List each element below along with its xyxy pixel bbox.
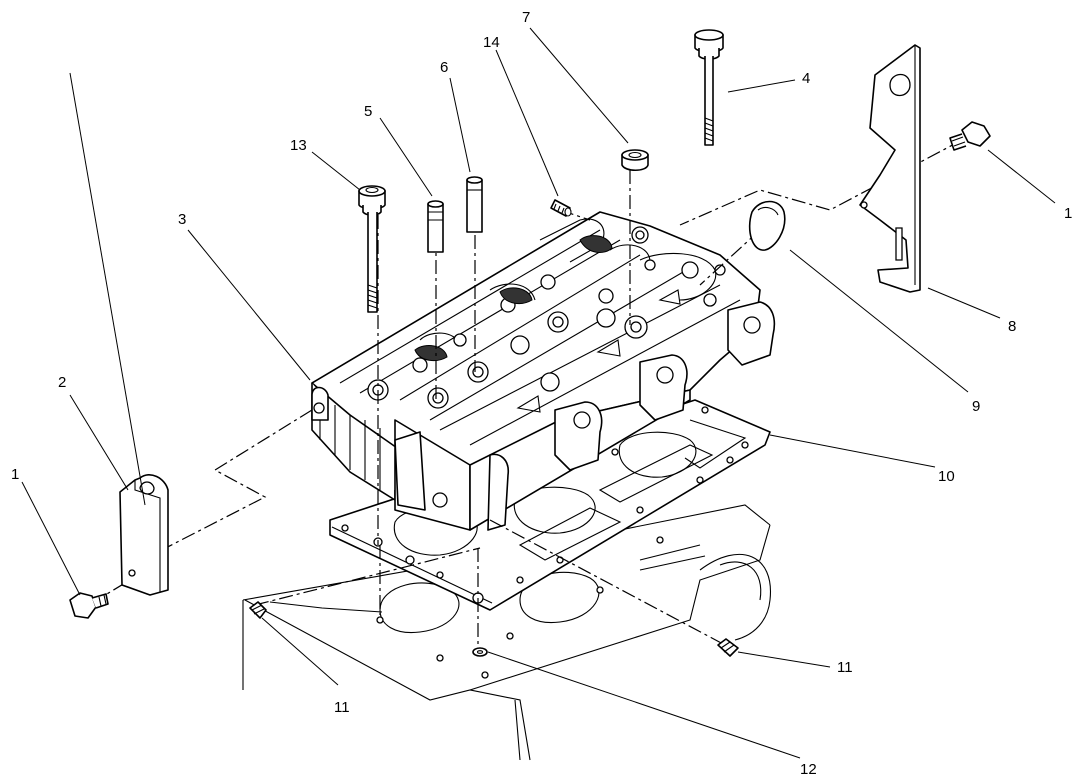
dowel-11-left [249,601,267,619]
head-gasket [329,399,771,611]
callout-1-right: 1 [1064,205,1072,222]
callout-7: 7 [522,9,530,26]
callout-14: 14 [483,34,500,51]
callout-5: 5 [364,103,372,120]
lift-bracket-8 [859,44,921,293]
callout-11-left: 11 [334,699,350,716]
lift-bracket-2 [119,474,169,596]
callout-12: 12 [800,761,817,778]
bolt-4 [694,29,724,146]
callout-8: 8 [1008,318,1016,335]
callout-11-right: 11 [837,659,853,676]
callout-10: 10 [938,468,955,485]
callout-3: 3 [178,211,186,228]
cylinder-head [311,211,776,531]
callout-6: 6 [440,59,448,76]
callout-9: 9 [972,398,980,415]
leader-lines [21,27,1056,759]
washer-12 [472,647,488,657]
dowel-11-right [717,638,739,657]
callout-1-left: 1 [11,466,19,483]
dowel-pin-14 [550,199,572,217]
callout-13: 13 [290,137,307,154]
head-bolt-13 [358,185,386,313]
centerlines [91,139,963,648]
bolt-1-right [949,121,991,151]
valve-guide-5 [427,200,444,253]
valve-seal-7 [621,149,649,172]
valve-guide-6 [466,176,483,233]
callout-4: 4 [802,70,810,87]
callout-labels: 1 1 2 3 4 5 6 7 8 9 10 11 11 12 13 14 [11,9,1072,778]
callout-2: 2 [58,374,66,391]
bolt-1-left [69,592,109,619]
expansion-plug-9 [748,200,786,251]
engine-block [242,504,771,761]
